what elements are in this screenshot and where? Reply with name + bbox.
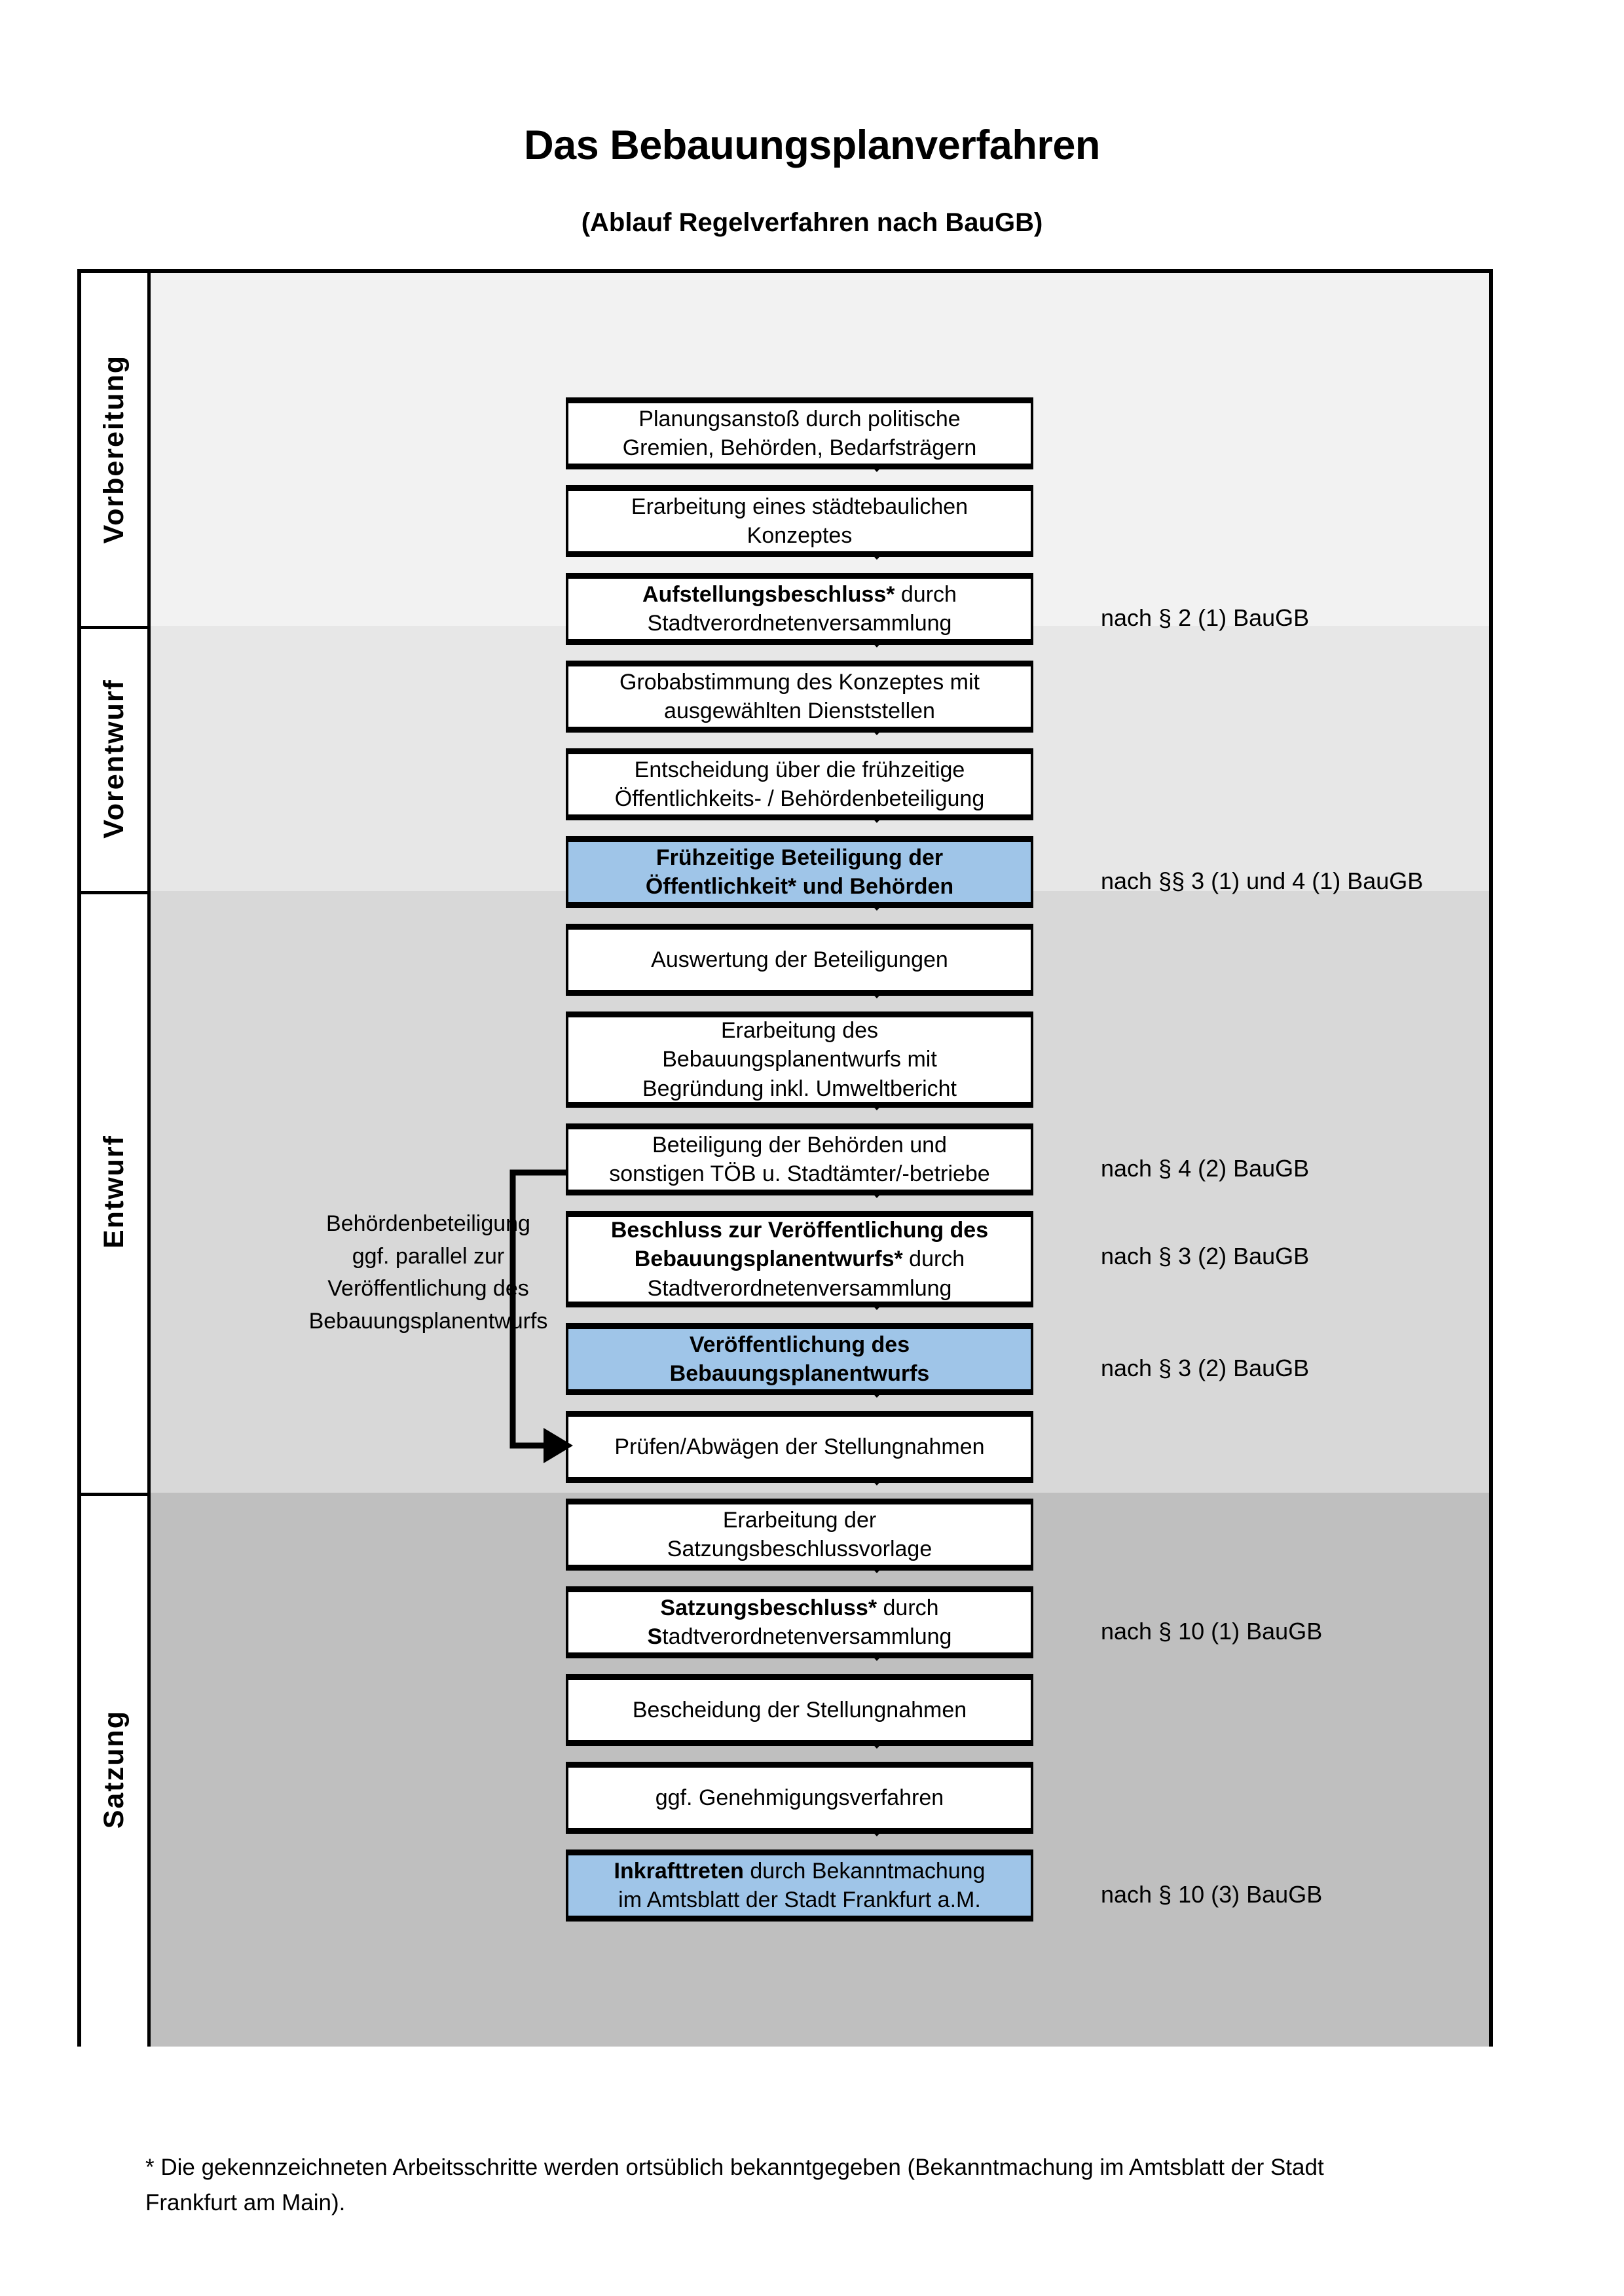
law-annotation-a4: nach § 3 (2) BauGB <box>1101 1243 1310 1269</box>
phase-label-text: Entwurf <box>98 1135 130 1249</box>
phase-divider <box>81 891 151 894</box>
phase-label-text: Vorbereitung <box>98 355 130 544</box>
step-box-s12[interactable]: Prüfen/Abwägen der Stellungnahmen <box>566 1411 1033 1483</box>
sidenote-line-2: ggf. parallel zur <box>352 1243 505 1269</box>
law-annotation-a3: nach § 4 (2) BauGB <box>1101 1155 1310 1182</box>
footnote-line-1: * Die gekennzeichneten Arbeitsschritte w… <box>145 2155 1324 2180</box>
law-annotation-a5: nach § 3 (2) BauGB <box>1101 1355 1310 1381</box>
law-annotation-a6: nach § 10 (1) BauGB <box>1101 1618 1323 1645</box>
sidenote-line-4: Bebauungsplanentwurfs <box>308 1308 548 1334</box>
phase-label-vorbereitung: Vorbereitung <box>81 273 151 626</box>
sidenote-behoerdenbeteiligung: Behördenbeteiligung ggf. parallel zur Ve… <box>278 1208 579 1338</box>
phase-divider <box>81 1493 151 1496</box>
sidenote-line-3: Veröffentlichung des <box>327 1276 529 1302</box>
page-title: Das Bebauungsplanverfahren <box>524 122 1100 168</box>
step-box-s7[interactable]: Auswertung der Beteiligungen <box>566 924 1033 996</box>
page-subtitle: (Ablauf Regelverfahren nach BauGB) <box>581 208 1043 237</box>
law-annotation-a7: nach § 10 (3) BauGB <box>1101 1881 1323 1908</box>
step-text: ggf. Genehmigungsverfahren <box>655 1785 944 1810</box>
footnote-line-2: Frankfurt am Main). <box>145 2190 346 2216</box>
step-box-s15[interactable]: Bescheidung der Stellungnahmen <box>566 1674 1033 1746</box>
step-box-s16[interactable]: ggf. Genehmigungsverfahren <box>566 1762 1033 1834</box>
phase-label-text: Vorentwurf <box>98 678 130 839</box>
sidenote-line-1: Behördenbeteiligung <box>326 1211 530 1236</box>
law-annotation-a1: nach § 2 (1) BauGB <box>1101 604 1310 631</box>
phase-label-vorentwurf: Vorentwurf <box>81 626 151 891</box>
phase-vorbereitung: Vorbereitung <box>81 273 1489 626</box>
step-text: Prüfen/Abwägen der Stellungnahmen <box>614 1434 985 1459</box>
footnote: * Die gekennzeichneten Arbeitsschritte w… <box>145 2150 1494 2221</box>
phase-divider <box>81 626 151 629</box>
phase-label-text: Satzung <box>98 1710 130 1829</box>
step-text: Auswertung der Beteiligungen <box>651 947 948 972</box>
phase-label-entwurf: Entwurf <box>81 891 151 1493</box>
flowchart-frame: Vorbereitung Vorentwurf Entwurf Satzung <box>77 269 1493 2047</box>
law-annotation-a2: nach §§ 3 (1) und 4 (1) BauGB <box>1101 867 1424 894</box>
step-text: Bescheidung der Stellungnahmen <box>632 1697 967 1722</box>
phase-label-satzung: Satzung <box>81 1493 151 2047</box>
